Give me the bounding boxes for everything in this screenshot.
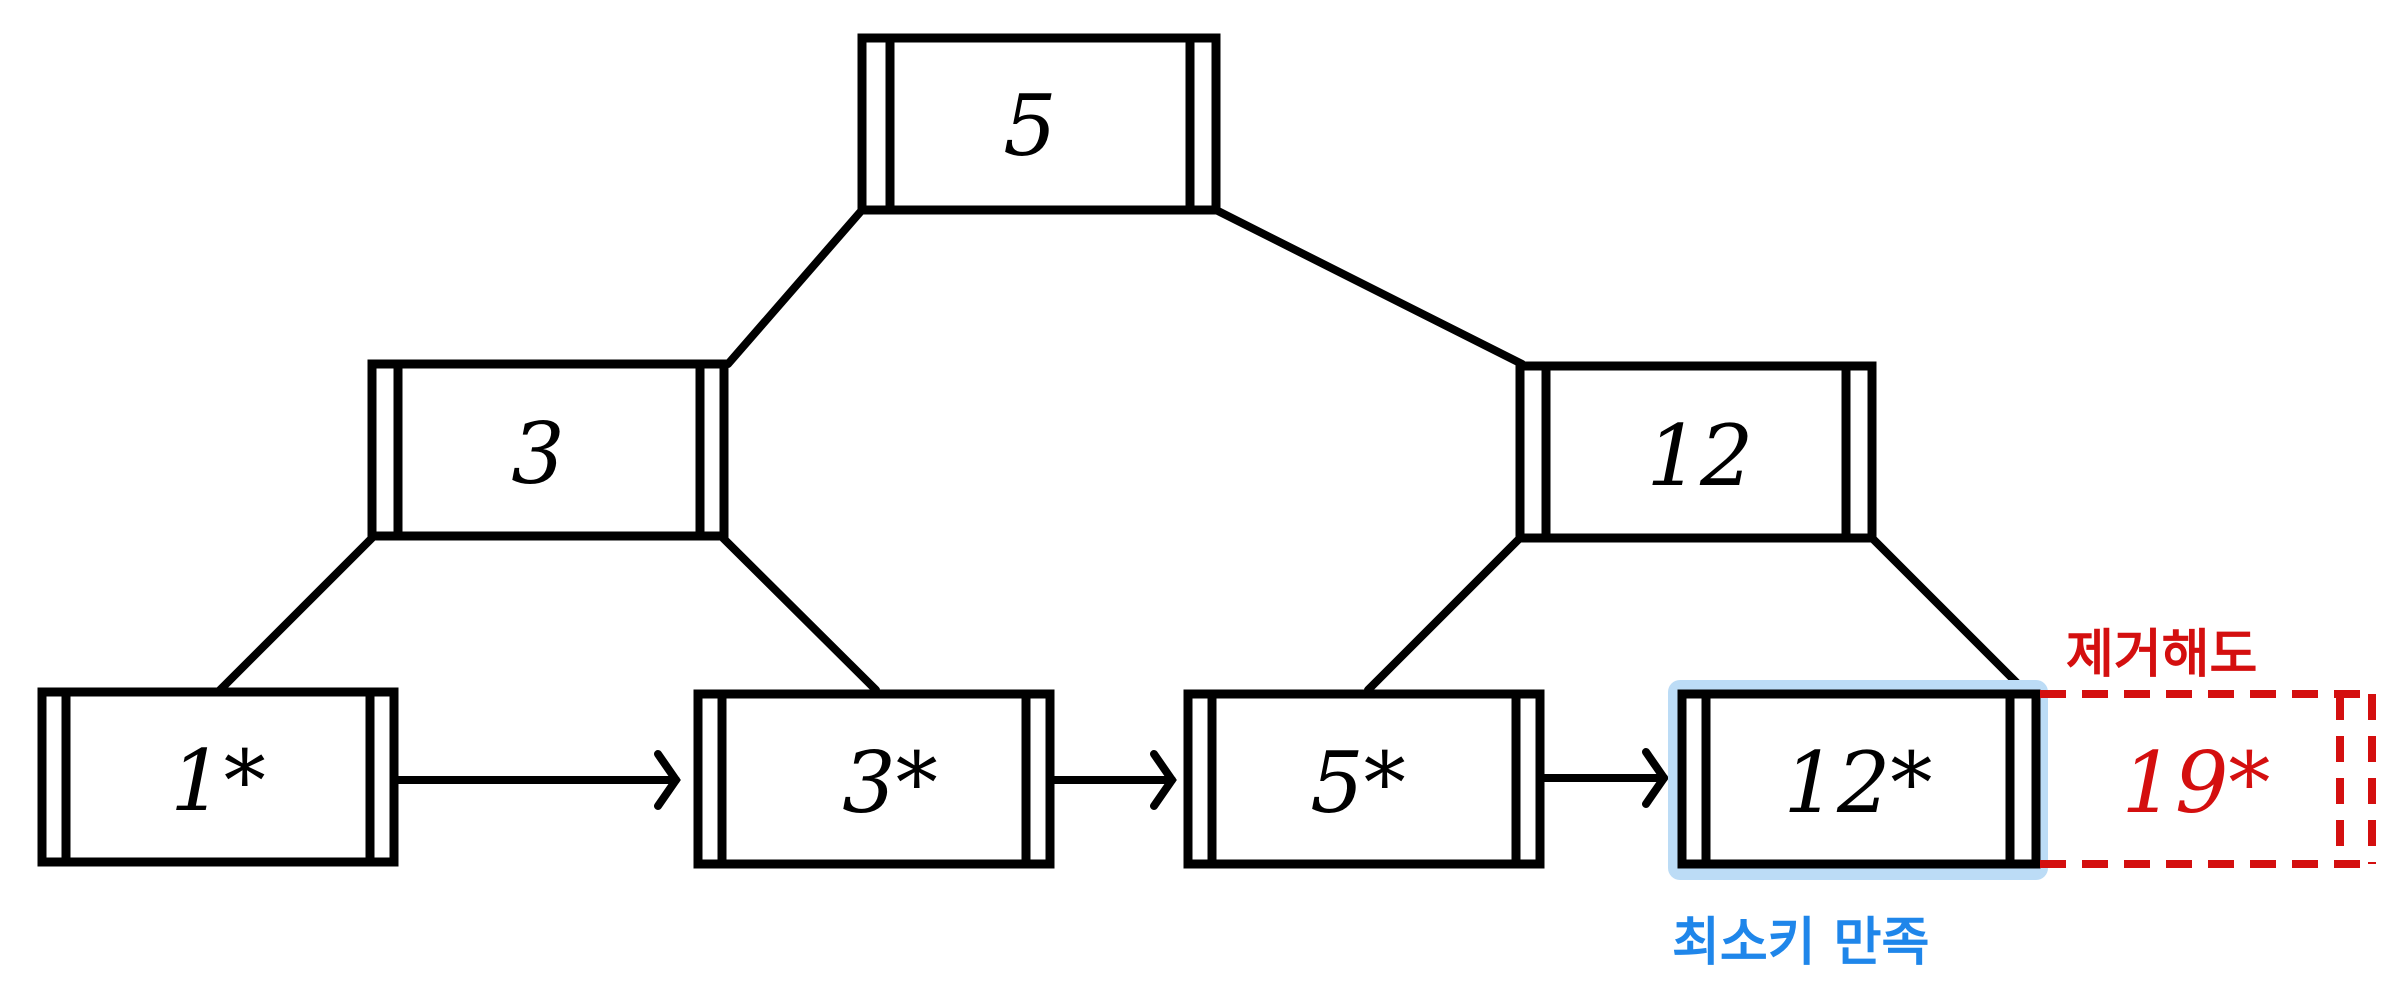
leaf-key: 12* [1784, 734, 1933, 832]
leaf-key: 3* [842, 734, 937, 832]
edge-right-to-leaf-12 [1868, 534, 2028, 694]
arrowhead-icon [1642, 748, 1669, 808]
arrowhead-icon [1150, 750, 1177, 810]
removed-leaf-19 [2040, 690, 2376, 868]
internal-node-right: 12 [1515, 361, 1877, 543]
leaf-key: 1* [170, 732, 265, 830]
root-node: 5 [857, 33, 1221, 215]
edge-root-to-right [1212, 206, 1526, 368]
removed-leaf-key: 19* [2122, 734, 2271, 832]
leaf-node-5: 5* [1183, 689, 1545, 869]
removed-note: 제거해도 [2066, 625, 2257, 685]
leaf-node-3: 3* [693, 689, 1055, 869]
leaf-links [394, 748, 1669, 810]
internal-right-key: 12 [1647, 407, 1754, 505]
edge-root-to-left [724, 206, 866, 368]
arrowhead-icon [654, 750, 681, 810]
leaf-node-1: 1* [37, 687, 399, 867]
edge-right-to-leaf-5 [1364, 534, 1524, 694]
edge-left-to-leaf-3 [719, 534, 880, 694]
internal-node-left: 3 [367, 359, 729, 541]
edge-left-to-leaf-1 [216, 534, 376, 694]
root-key: 5 [1003, 77, 1056, 175]
satisfied-note: 최소키 만족 [1672, 913, 1929, 973]
internal-left-key: 3 [511, 405, 564, 503]
leaf-key: 5* [1310, 734, 1405, 832]
tree-edges [216, 206, 2028, 694]
leaf-node-12-highlighted: 12* [1668, 680, 2048, 880]
